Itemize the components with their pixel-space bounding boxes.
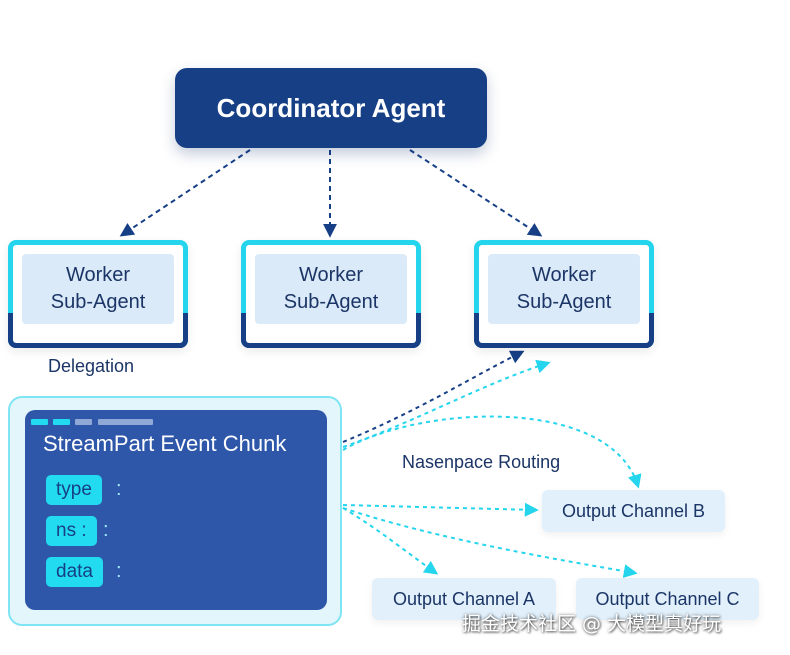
field-type-pill: type (46, 475, 102, 505)
field-data-colon: : (116, 560, 122, 582)
routing-arrow-arc (342, 415, 642, 489)
chunk-tab-dash-3 (75, 419, 92, 425)
worker-label-line2: Sub-Agent (516, 291, 612, 313)
delegation-arrow-left (119, 149, 251, 237)
watermark-text: 掘金技术社区 @ 大模型真好玩 (462, 613, 722, 635)
worker-label-line1: Worker (65, 264, 131, 286)
output-channel-b: Output Channel B (542, 490, 725, 532)
routing-arrow-worker (342, 350, 525, 443)
field-ns-label: ns : (56, 520, 87, 541)
output-channel-b-label: Output Channel B (561, 500, 706, 521)
worker-sub-agent-node-2: Worker Sub-Agent (241, 240, 421, 348)
field-data-label: data (56, 561, 93, 582)
chunk-title: StreamPart Event Chunk (43, 431, 287, 456)
routing-arrow-channel-c (342, 507, 638, 578)
delegation-arrow-right (409, 149, 543, 237)
field-type-label: type (56, 479, 92, 500)
routing-arrow-upper (342, 359, 551, 448)
worker-sub-agent-inner: Worker Sub-Agent (22, 254, 174, 324)
output-channel-a-label: Output Channel A (392, 588, 536, 609)
worker-label-line1: Worker (298, 264, 364, 286)
coordinator-agent-label: Coordinator Agent (216, 92, 446, 123)
field-ns-colon: : (103, 519, 109, 541)
worker-sub-agent-inner: Worker Sub-Agent (255, 254, 407, 324)
routing-label: Nasenpace Routing (402, 452, 561, 472)
worker-sub-agent-node-3: Worker Sub-Agent (474, 240, 654, 348)
worker-label-line1: Worker (531, 264, 597, 286)
field-type-colon: : (116, 478, 122, 500)
chunk-tab-dash-1 (31, 419, 48, 425)
field-ns-pill: ns : (46, 516, 97, 546)
worker-sub-agent-node-1: Worker Sub-Agent (8, 240, 188, 348)
field-data-pill: data (46, 557, 103, 587)
output-channel-a: Output Channel A (372, 578, 556, 620)
worker-sub-agent-inner: Worker Sub-Agent (488, 254, 640, 324)
output-channel-c-label: Output Channel C (595, 588, 740, 609)
worker-label-line2: Sub-Agent (283, 291, 379, 313)
worker-label-line2: Sub-Agent (50, 291, 146, 313)
delegation-label: Delegation (48, 356, 135, 376)
routing-arrow-channel-b (342, 502, 539, 517)
output-channel-c: Output Channel C (576, 578, 759, 620)
coordinator-agent-node: Coordinator Agent (175, 68, 487, 148)
chunk-tab-dash-4 (98, 419, 153, 425)
routing-arrow-channel-a (342, 507, 439, 575)
chunk-tab-dash-2 (53, 419, 70, 425)
